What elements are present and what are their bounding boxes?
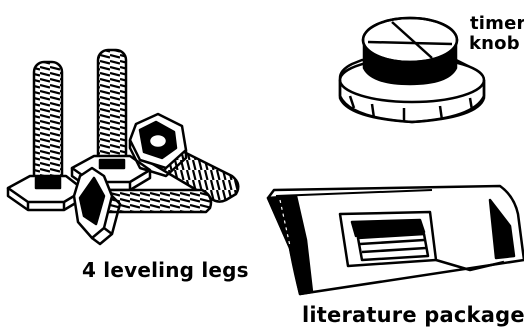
leveling-legs-label: 4 leveling legs xyxy=(82,258,249,282)
timer-knob-drawing xyxy=(340,18,484,122)
leveling-legs-drawing xyxy=(8,50,238,244)
literature-package-label: literature package xyxy=(302,303,524,327)
leveling-leg xyxy=(130,114,238,202)
leveling-leg xyxy=(8,62,84,210)
literature-package-drawing xyxy=(268,186,524,294)
timer-knob-label-line1: timer xyxy=(470,13,524,34)
timer-knob-label-line2: knob xyxy=(469,33,520,54)
leveling-leg xyxy=(72,50,150,190)
